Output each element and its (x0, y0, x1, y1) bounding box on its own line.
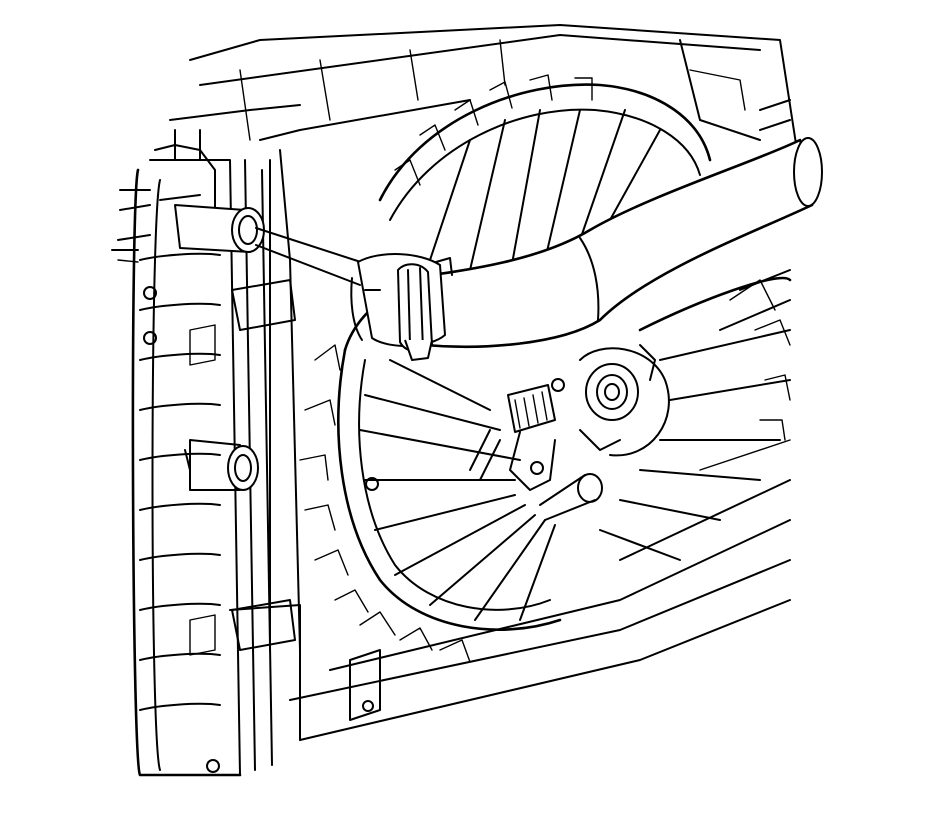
radiator-outlet-fitting (184, 439, 259, 491)
fan-mounting-tab (349, 649, 381, 721)
fan-motor (539, 344, 670, 521)
hose-clamp (397, 257, 453, 361)
upper-radiator-hose (174, 137, 823, 349)
fan-blades (299, 74, 792, 663)
radiator-side-tank (117, 129, 216, 241)
radiator-core (131, 159, 296, 777)
fan-shroud (169, 24, 801, 741)
fan-electrical-connector (469, 378, 565, 491)
